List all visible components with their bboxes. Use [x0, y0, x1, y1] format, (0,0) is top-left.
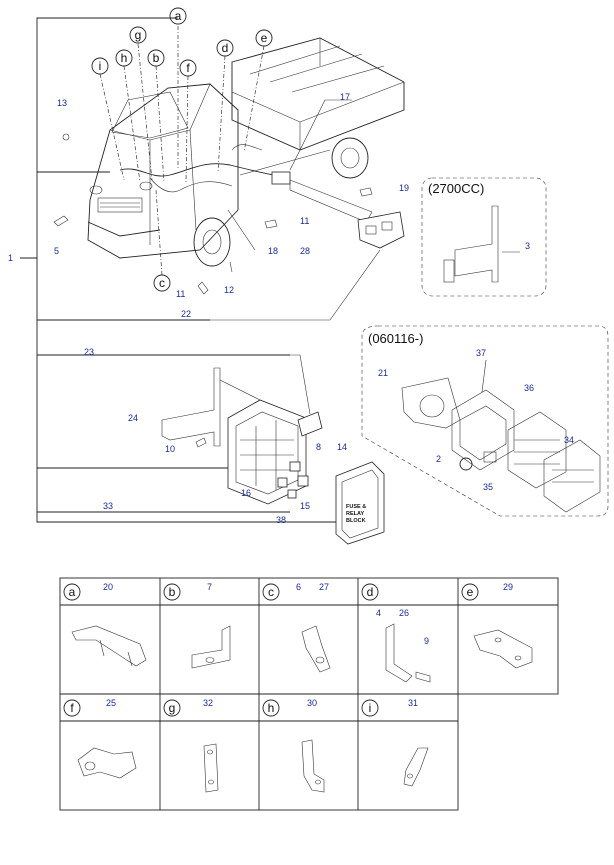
callout-14: 14 — [337, 442, 347, 452]
table-letter-c: c — [268, 585, 274, 599]
marker-e: e — [261, 31, 268, 45]
callout-38: 38 — [276, 515, 286, 525]
callout-10: 10 — [165, 444, 175, 454]
table-part-7: 7 — [207, 582, 212, 592]
callout-37: 37 — [476, 348, 486, 358]
relay-8 — [289, 461, 301, 472]
table-part-29: 29 — [503, 582, 513, 592]
letter-leaders — [99, 26, 265, 276]
number-callouts: 1 13 5 17 19 11 18 28 11 12 22 3 23 24 1… — [8, 92, 574, 525]
truck-illustration — [53, 37, 405, 321]
clip-12 — [229, 261, 233, 273]
table-cell-i: i 31 — [361, 698, 429, 787]
callout-5: 5 — [54, 246, 59, 256]
main-bracket — [20, 17, 338, 523]
table-cell-b: b 7 — [163, 582, 231, 669]
table-letter-i: i — [369, 701, 372, 715]
callout-28: 28 — [300, 246, 310, 256]
marker-d: d — [222, 41, 229, 55]
table-cell-d: d 4 26 9 — [361, 583, 431, 683]
table-letter-b: b — [169, 585, 176, 599]
cover-label-line-3: BLOCK — [346, 518, 366, 524]
fuse-cover: FUSE & RELAY BLOCK — [335, 461, 385, 545]
callout-33: 33 — [103, 501, 113, 511]
table-part-30: 30 — [307, 698, 317, 708]
callout-19: 19 — [399, 183, 409, 193]
callout-1: 1 — [8, 253, 13, 263]
variant-060116-group — [361, 325, 609, 517]
table-part-26: 26 — [399, 608, 409, 618]
table-cell-h: h 30 — [262, 698, 325, 793]
table-cell-e: e 29 — [461, 582, 533, 669]
callout-21: 21 — [378, 368, 388, 378]
table-letter-h: h — [268, 701, 275, 715]
callout-12: 12 — [224, 285, 234, 295]
callout-36: 36 — [524, 383, 534, 393]
callout-16: 16 — [241, 488, 251, 498]
relay-15 — [297, 475, 309, 487]
table-letter-a: a — [69, 585, 76, 599]
table-cell-g: g 32 — [163, 698, 219, 793]
variant-2700cc-group — [421, 177, 547, 297]
table-cell-c: c 6 27 — [262, 582, 331, 673]
cover-label-line-1: FUSE & — [346, 504, 366, 510]
callout-23: 23 — [84, 347, 94, 357]
table-part-6: 6 — [296, 582, 301, 592]
variant-label-060116: (060116-) — [368, 331, 423, 346]
marker-c: c — [159, 276, 165, 290]
callout-11-lower: 11 — [176, 289, 185, 299]
marker-i: i — [99, 59, 102, 73]
table-letter-e: e — [467, 585, 474, 599]
table-part-32: 32 — [203, 698, 213, 708]
callout-17: 17 — [340, 92, 350, 102]
table-letter-g: g — [169, 701, 176, 715]
callout-35: 35 — [483, 482, 493, 492]
table-letter-f: f — [70, 701, 74, 715]
table-cell-f: f 25 — [63, 698, 137, 779]
callout-18: 18 — [268, 246, 278, 256]
table-letter-d: d — [367, 585, 374, 599]
table-cell-a: a 20 — [63, 582, 147, 667]
cover-label-line-2: RELAY — [346, 511, 364, 517]
relay-16 — [277, 477, 288, 488]
table-part-25: 25 — [106, 698, 116, 708]
letter-markers: a g d e b h i f c — [91, 7, 273, 292]
callout-22: 22 — [181, 309, 191, 319]
callout-15: 15 — [300, 501, 310, 511]
bolt-5 — [53, 215, 69, 227]
callout-24: 24 — [128, 413, 138, 423]
table-part-9: 9 — [424, 636, 429, 646]
marker-a: a — [175, 9, 182, 23]
marker-g: g — [135, 28, 142, 42]
callout-11-upper: 11 — [300, 216, 309, 226]
callout-13: 13 — [57, 98, 67, 108]
marker-h: h — [121, 51, 128, 65]
bolt-11-lower — [197, 281, 209, 295]
callout-3: 3 — [525, 241, 530, 251]
table-part-4: 4 — [376, 608, 381, 618]
clip-13 — [62, 133, 70, 141]
marker-b: b — [153, 51, 160, 65]
bolt-19 — [359, 187, 373, 197]
variant-label-2700cc: (2700CC) — [428, 181, 484, 196]
table-part-31: 31 — [408, 698, 418, 708]
marker-f: f — [186, 61, 190, 75]
table-part-27: 27 — [319, 582, 329, 592]
table-part-20: 20 — [103, 582, 113, 592]
callout-8: 8 — [316, 442, 321, 452]
callout-34: 34 — [564, 435, 574, 445]
fuse-block-area: FUSE & RELAY BLOCK — [161, 354, 385, 545]
bolt-11-upper — [264, 219, 278, 229]
callout-2: 2 — [436, 454, 441, 464]
detail-table: a 20 b 7 c 6 27 d 4 26 9 — [59, 577, 559, 811]
